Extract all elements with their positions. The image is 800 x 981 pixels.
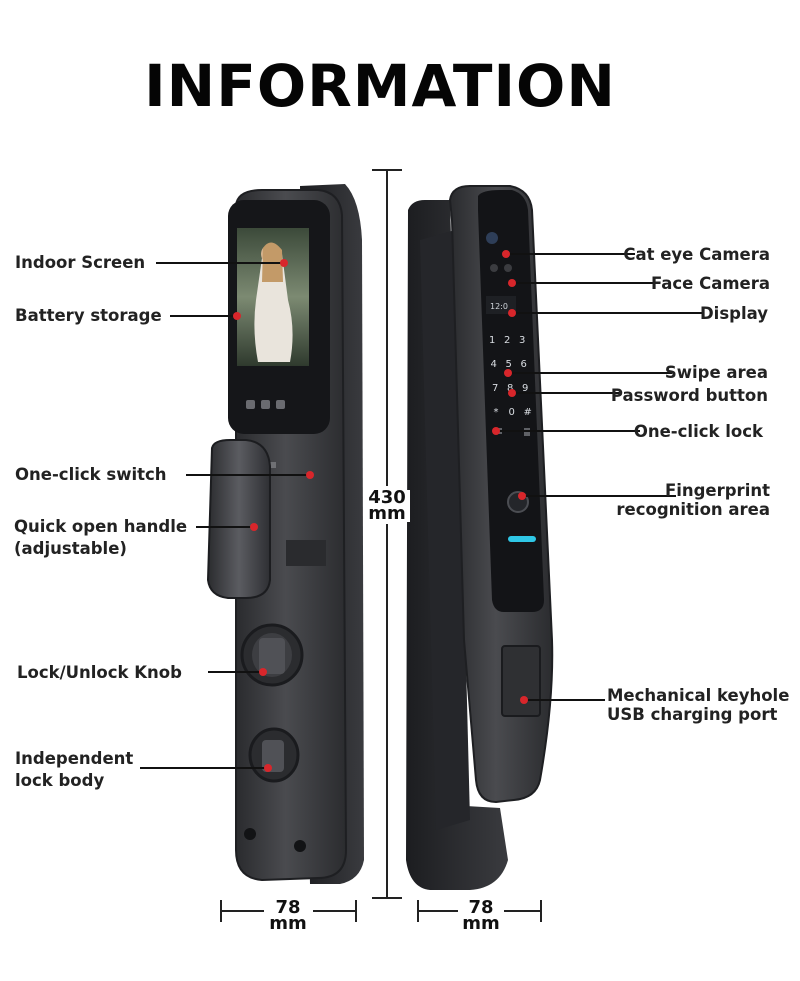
marker-switch bbox=[306, 471, 314, 479]
keypad-key: 2 bbox=[504, 335, 510, 346]
width-left-value: 78 bbox=[275, 897, 301, 918]
marker-indoor-screen bbox=[280, 259, 288, 267]
label-one-click-lock: One-click lock bbox=[633, 422, 763, 441]
label-adjustable: (adjustable) bbox=[14, 539, 127, 558]
keypad-key: 9 bbox=[522, 383, 528, 394]
quick-open-handle bbox=[206, 439, 271, 599]
label-recognition-area: recognition area bbox=[616, 500, 770, 519]
height-dimension bbox=[372, 169, 402, 899]
keypad-key: 4 bbox=[491, 359, 497, 370]
height-unit: mm bbox=[368, 503, 406, 524]
keypad-key: 0 bbox=[509, 407, 515, 418]
label-mechanical-keyhole: Mechanical keyhole bbox=[607, 686, 790, 705]
keypad-key: * bbox=[494, 407, 499, 418]
label-usb-charging-port: USB charging port bbox=[607, 705, 778, 724]
label-password-button: Password button bbox=[610, 386, 768, 405]
marker-face-camera bbox=[508, 279, 516, 287]
label-lock-body: lock body bbox=[15, 771, 105, 790]
marker-knob bbox=[259, 668, 267, 676]
label-fingerprint: Fingerprint bbox=[664, 481, 770, 500]
marker-fingerprint bbox=[518, 492, 526, 500]
page-title: INFORMATION bbox=[144, 52, 616, 120]
marker-display bbox=[508, 309, 516, 317]
marker-handle bbox=[250, 523, 258, 531]
label-cat-eye-camera: Cat eye Camera bbox=[623, 245, 770, 264]
marker-cat-eye bbox=[502, 250, 510, 258]
marker-keyhole bbox=[520, 696, 528, 704]
marker-one-click-lock bbox=[492, 427, 500, 435]
keyhole-cover bbox=[501, 645, 541, 717]
lock-display-time: 12:0 bbox=[490, 302, 508, 311]
marker-lock-body bbox=[264, 764, 272, 772]
width-right-label: 78 mm bbox=[455, 897, 507, 934]
label-quick-open-handle: Quick open handle bbox=[14, 517, 188, 536]
label-display: Display bbox=[699, 304, 768, 323]
marker-swipe bbox=[504, 369, 512, 377]
keypad-key: 1 bbox=[489, 335, 495, 346]
right-leaders bbox=[496, 253, 704, 701]
height-value: 430 bbox=[368, 487, 406, 508]
width-right-value: 78 bbox=[468, 897, 494, 918]
width-left-unit: mm bbox=[269, 913, 307, 934]
label-lock-unlock-knob: Lock/Unlock Knob bbox=[17, 663, 182, 682]
keypad-key: # bbox=[524, 407, 532, 418]
height-dimension-label: 430 mm bbox=[364, 487, 410, 524]
width-dimension-left bbox=[220, 900, 357, 922]
label-one-click-switch: One-click switch bbox=[15, 465, 167, 484]
label-swipe-area: Swipe area bbox=[664, 363, 768, 382]
width-right-unit: mm bbox=[462, 913, 500, 934]
lock-knob bbox=[259, 638, 285, 674]
keypad-key: 7 bbox=[492, 383, 498, 394]
marker-battery bbox=[233, 312, 241, 320]
keypad-key: 5 bbox=[506, 359, 512, 370]
indoor-lock bbox=[206, 184, 364, 884]
label-battery-storage: Battery storage bbox=[15, 306, 162, 325]
width-left-label: 78 mm bbox=[262, 897, 314, 934]
markers bbox=[233, 250, 528, 772]
keypad-key: 6 bbox=[521, 359, 527, 370]
left-leaders bbox=[140, 262, 310, 769]
keypad-key: 8 bbox=[507, 383, 513, 394]
keypad-key: 3 bbox=[519, 335, 525, 346]
label-independent: Independent bbox=[15, 749, 134, 768]
label-indoor-screen: Indoor Screen bbox=[15, 253, 146, 272]
width-dimension-right bbox=[417, 900, 542, 922]
marker-password bbox=[508, 389, 516, 397]
status-indicator bbox=[508, 536, 536, 542]
label-face-camera: Face Camera bbox=[650, 274, 770, 293]
